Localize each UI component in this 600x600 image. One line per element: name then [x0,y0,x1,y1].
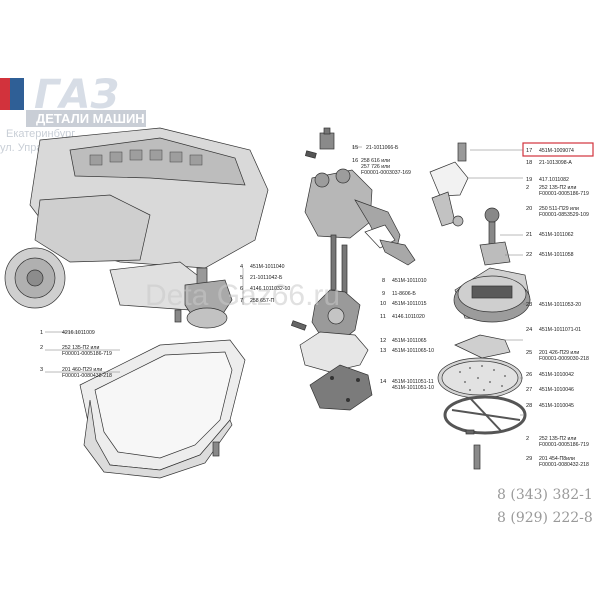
callout-num: 16 [352,158,358,164]
logo-flag-blue [10,78,24,110]
callout-part: 451М-1011062 [539,232,574,238]
callout-part: 451М-1011051-11 [392,379,434,385]
callout-num: 11 [380,314,386,320]
callout-num: 27 [526,387,532,393]
callout-part: 451М-1010046 [539,387,574,393]
callout-num: 6 [240,286,243,292]
callout-num: 23 [526,302,532,308]
engine-illustration [4,127,269,311]
callout-num: 18 [526,160,532,166]
callout-num: 14 [380,379,386,385]
callout-part: 201 454-П8или [539,456,575,462]
callout-part: F00001-0005186-719 [62,351,112,357]
phone-2[interactable]: 8 (929) 222-8 [497,510,593,526]
callout-num: 29 [526,456,532,462]
callout-part: 451М-1011065-10 [392,348,434,354]
callout-num: 4 [240,264,243,270]
callout-num: 26 [526,372,532,378]
watermark-text: Deta Gaz66.ru [145,279,340,312]
callout-num: 24 [526,327,532,333]
callout-num: 20 [526,206,532,212]
callout-part: 252 135-П2 или [539,436,576,442]
contacts: 8 (343) 382-1 8 (929) 222-8 [497,487,593,526]
callout-part: F00001-0005186-719 [539,191,589,197]
callout-part: 250 511-П29 или [539,206,579,212]
brand-city-line1: Екатеринбург [6,128,75,140]
callout-part: 201 460-П29 или [62,367,102,373]
callout-num: 9 [382,291,385,297]
callout-num: 7 [240,298,243,304]
callout-part: 451М-1009074 [539,148,574,154]
valve-housing [453,207,531,323]
gaskets-and-tube [364,142,469,266]
callout-num: 8 [382,278,385,284]
callout-part: 4216.1011009 [62,330,95,336]
oil-pan [79,339,246,479]
screen-filter-assembly [437,334,527,470]
callout-part: 451М-1011053-20 [539,302,581,308]
callout-part: 258 657-П [250,298,274,304]
phone-1[interactable]: 8 (343) 382-1 [497,487,593,503]
callout-num: 15 [352,145,358,151]
callout-num: 25 [526,350,532,356]
callout-part: 451М-1011058 [539,252,574,258]
callout-num: 19 [526,177,532,183]
callout-part: 257 726 или [361,164,390,170]
callout-part: F00001-0005186-719 [539,442,589,448]
callout-part: 451М-1011010 [392,278,427,284]
callout-part: 451М-1011071-01 [539,327,581,333]
callout-num: 13 [380,348,386,354]
callout-num: 3 [40,367,43,373]
callout-part: 4146.1011020 [392,314,425,320]
callout-part: 21-1011042-Б [250,275,283,281]
callout-num: 21 [526,232,532,238]
callout-part: 21-1013098-А [539,160,572,166]
callout-part: 252 135-П2 или [62,345,99,351]
callouts-mid-right: 8 451М-1011010 9 11-8606-Б 10 451М-10110… [380,278,434,391]
callouts-left: 1 4216.1011009 2 252 135-П2 или F00001-0… [40,330,120,379]
callout-num: 28 [526,403,532,409]
callout-part: 451М-1010042 [539,372,574,378]
callout-part: F00001-0003037-169 [361,170,411,176]
callout-part: 451М-1011015 [392,301,427,307]
callout-num: 2 [526,436,529,442]
pump-pickup-assembly [174,267,307,331]
callout-part: F00001-0009030-218 [539,356,589,362]
brand-subtitle-bar [26,110,146,127]
callout-num: 2 [40,345,43,351]
callout-num: 1 [40,330,43,336]
callout-part: 11-8606-Б [392,291,416,297]
highlight-box [522,142,594,157]
callout-part: F00001-0853529-109 [539,212,589,218]
callout-part: 258 616 или [361,158,390,164]
callout-part: 451М-1011051-10 [392,385,434,391]
callout-part: F00001-0080432-218 [539,462,589,468]
callout-num: 12 [380,338,386,344]
brand-subtitle: ДЕТАЛИ МАШИН [36,111,145,126]
callout-part: 201 426-П29 или [539,350,579,356]
callout-num: 17 [526,148,532,154]
callout-num: 22 [526,252,532,258]
callout-part: 417.1011082 [539,177,569,183]
callout-part: 451М-1011040 [250,264,285,270]
logo-flag-icon [0,78,10,110]
callout-part: 451М-1010045 [539,403,574,409]
callout-part: 21-1011066-Б [366,145,399,151]
callout-part: 252 135-П2 или [539,185,576,191]
callout-num: 5 [240,275,243,281]
callout-part: F00001-0080438-218 [62,373,112,379]
callout-num: 10 [380,301,386,307]
callouts-right: 17 451М-1009074 18 21-1013098-А 19 417.1… [468,142,594,468]
callout-part: 451М-1011065 [392,338,427,344]
callout-part: 4146.1011032-10 [250,286,290,292]
callouts-top: 15 21-1011066-Б 16 258 616 или 257 726 и… [352,145,411,176]
callout-num: 2 [526,185,529,191]
callouts-mid-left: 4 451М-1011040 5 21-1011042-Б 6 4146.101… [240,264,290,305]
